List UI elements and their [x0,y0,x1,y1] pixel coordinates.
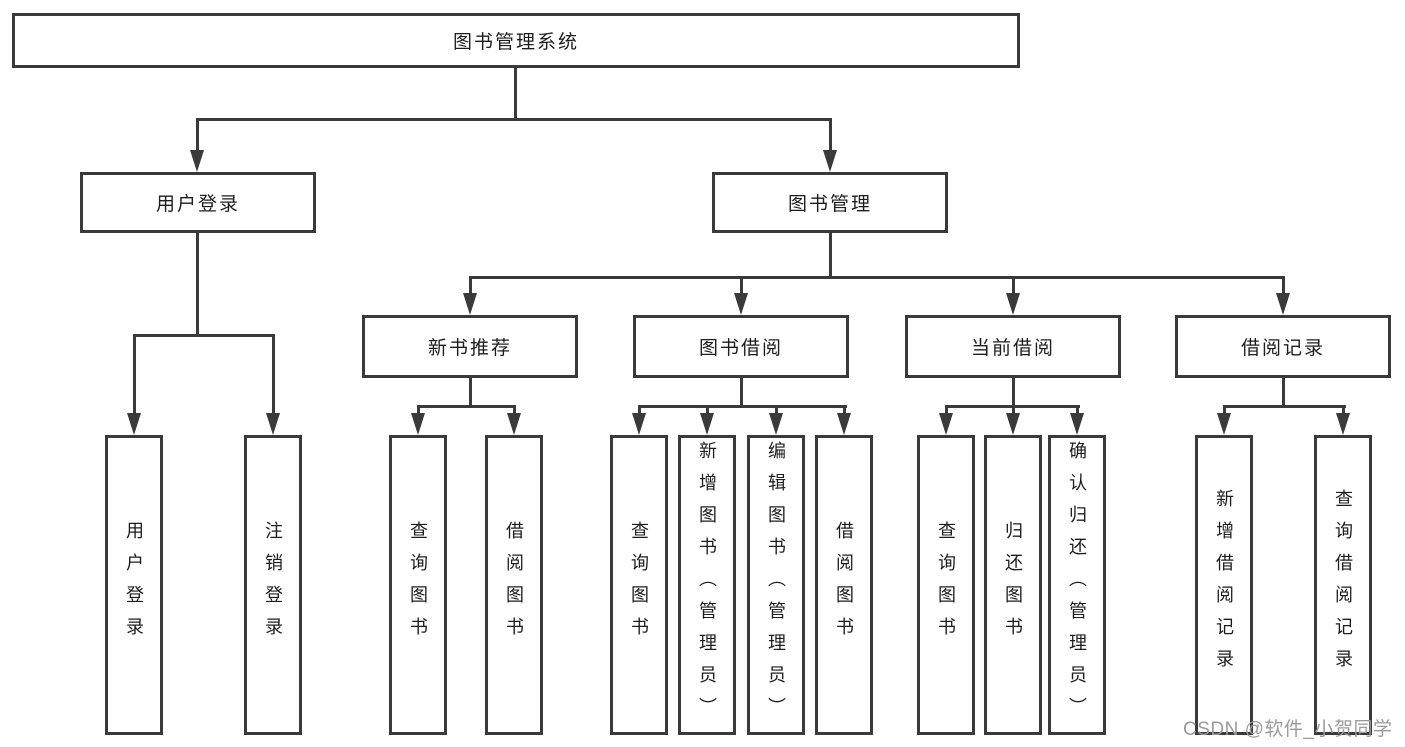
connector-current-leaf1 [945,405,948,417]
leaf-confirm-return-admin: 确认归还（管理员） [1048,435,1106,735]
connector-user-login-bar [133,334,275,337]
connector-borrow-leaf1 [638,405,641,417]
connector-borrow-trunk [740,378,743,407]
connector-to-leaf-user-login [133,334,136,417]
node-current-borrow: 当前借阅 [905,315,1121,378]
leaf-query-borrow-record: 查询借阅记录 [1314,435,1372,735]
arrow-records-leaf2 [1336,413,1350,435]
leaf-edit-book-admin: 编辑图书（管理员） [747,435,805,735]
arrow-to-new-book-recommend [463,293,477,315]
connector-newrec-leaf2 [513,405,516,417]
connector-records-trunk [1282,378,1285,407]
connector-root-trunk [514,68,517,121]
arrow-current-leaf2 [1006,413,1020,435]
node-user-login: 用户登录 [80,172,316,233]
arrow-newrec-leaf1 [411,413,425,435]
arrow-to-borrow-records [1276,293,1290,315]
connector-newrec-bar [417,405,516,408]
connector-to-leaf-logout [272,334,275,417]
connector-current-trunk [1012,378,1015,407]
connector-current-leaf3 [1076,405,1079,417]
connector-records-leaf2 [1342,405,1345,417]
node-new-book-recommend: 新书推荐 [362,315,578,378]
connector-records-bar [1223,405,1346,408]
connector-records-leaf1 [1223,405,1226,417]
connector-to-new-book-recommend [469,276,472,296]
connector-root-to-user-login [196,118,199,152]
leaf-user-login: 用户登录 [105,435,163,735]
connector-user-login-trunk [196,233,199,337]
connector-book-mgmt-trunk [829,233,832,278]
arrow-to-book-borrow [734,293,748,315]
connector-borrow-bar [638,405,847,408]
arrow-current-leaf1 [939,413,953,435]
leaf-add-borrow-record: 新增借阅记录 [1195,435,1253,735]
arrow-to-leaf-user-login [127,413,141,435]
arrow-to-user-login [190,150,204,172]
arrow-newrec-leaf2 [507,413,521,435]
connector-borrow-leaf2 [706,405,709,417]
arrow-to-leaf-logout [266,413,280,435]
leaf-logout: 注销登录 [244,435,302,735]
arrow-to-book-mgmt [823,150,837,172]
connector-to-book-borrow [740,276,743,296]
arrow-borrow-leaf1 [632,413,646,435]
connector-root-bar [196,118,832,121]
connector-newrec-trunk [469,378,472,407]
leaf-return-book: 归还图书 [984,435,1042,735]
leaf-query-book-borrow: 查询图书 [610,435,668,735]
connector-borrow-leaf4 [843,405,846,417]
connector-to-borrow-records [1282,276,1285,296]
csdn-watermark: CSDN @软件_小贺同学 [1183,719,1393,740]
leaf-query-book-recommend: 查询图书 [389,435,447,735]
arrow-to-current-borrow [1006,293,1020,315]
arrow-borrow-leaf2 [700,413,714,435]
leaf-borrow-book: 借阅图书 [815,435,873,735]
connector-borrow-leaf3 [775,405,778,417]
leaf-query-book-current: 查询图书 [917,435,975,735]
connector-to-current-borrow [1012,276,1015,296]
node-book-management: 图书管理 [712,172,948,233]
arrow-borrow-leaf4 [837,413,851,435]
arrow-borrow-leaf3 [769,413,783,435]
leaf-borrow-book-recommend: 借阅图书 [485,435,543,735]
node-borrow-records: 借阅记录 [1175,315,1391,378]
node-root: 图书管理系统 [12,13,1020,68]
connector-root-to-book-mgmt [829,118,832,152]
connector-book-mgmt-bar [469,276,1285,279]
leaf-add-book-admin: 新增图书（管理员） [678,435,736,735]
arrow-records-leaf1 [1217,413,1231,435]
connector-current-leaf2 [1012,405,1015,417]
node-book-borrow: 图书借阅 [633,315,849,378]
connector-newrec-leaf1 [417,405,420,417]
arrow-current-leaf3 [1070,413,1084,435]
